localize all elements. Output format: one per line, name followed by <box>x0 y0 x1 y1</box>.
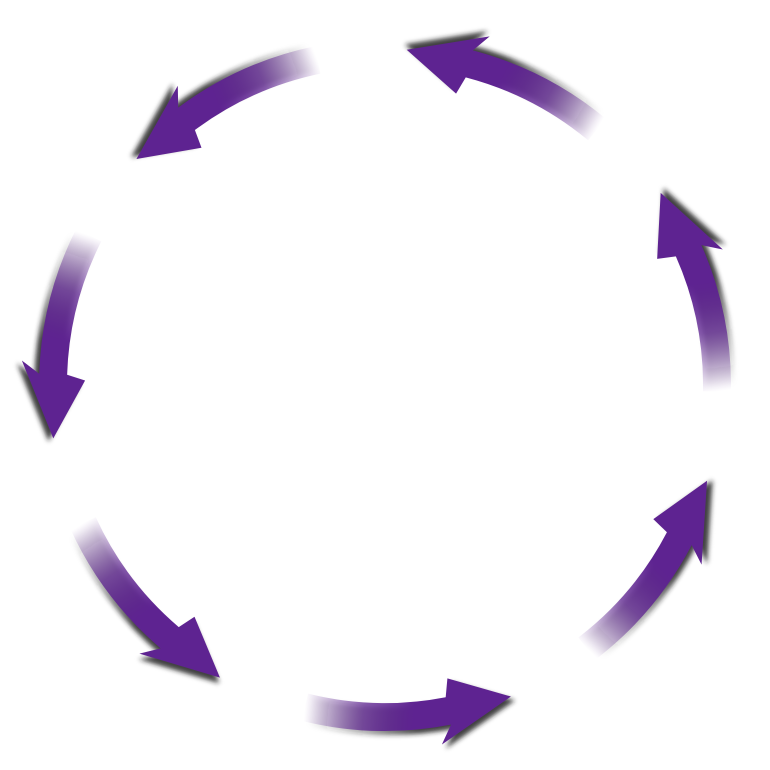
cycle-arrow-5 <box>131 44 321 159</box>
curved-arrow-icon <box>657 192 731 392</box>
cycle-arrow-4 <box>404 31 607 141</box>
cycle-arrow-7 <box>69 517 220 684</box>
curved-arrow-icon <box>21 228 102 439</box>
cycle-arrow-2 <box>578 480 713 660</box>
curved-arrow-icon <box>301 678 511 745</box>
cycle-arrow-3 <box>657 188 734 392</box>
curved-arrow-icon <box>578 480 708 660</box>
curved-arrow-icon <box>406 36 607 141</box>
cycle-arrow-6 <box>17 228 102 442</box>
cycle-arrow-1 <box>301 678 515 749</box>
curved-arrow-icon <box>70 517 220 678</box>
curved-arrow-icon <box>136 46 321 159</box>
